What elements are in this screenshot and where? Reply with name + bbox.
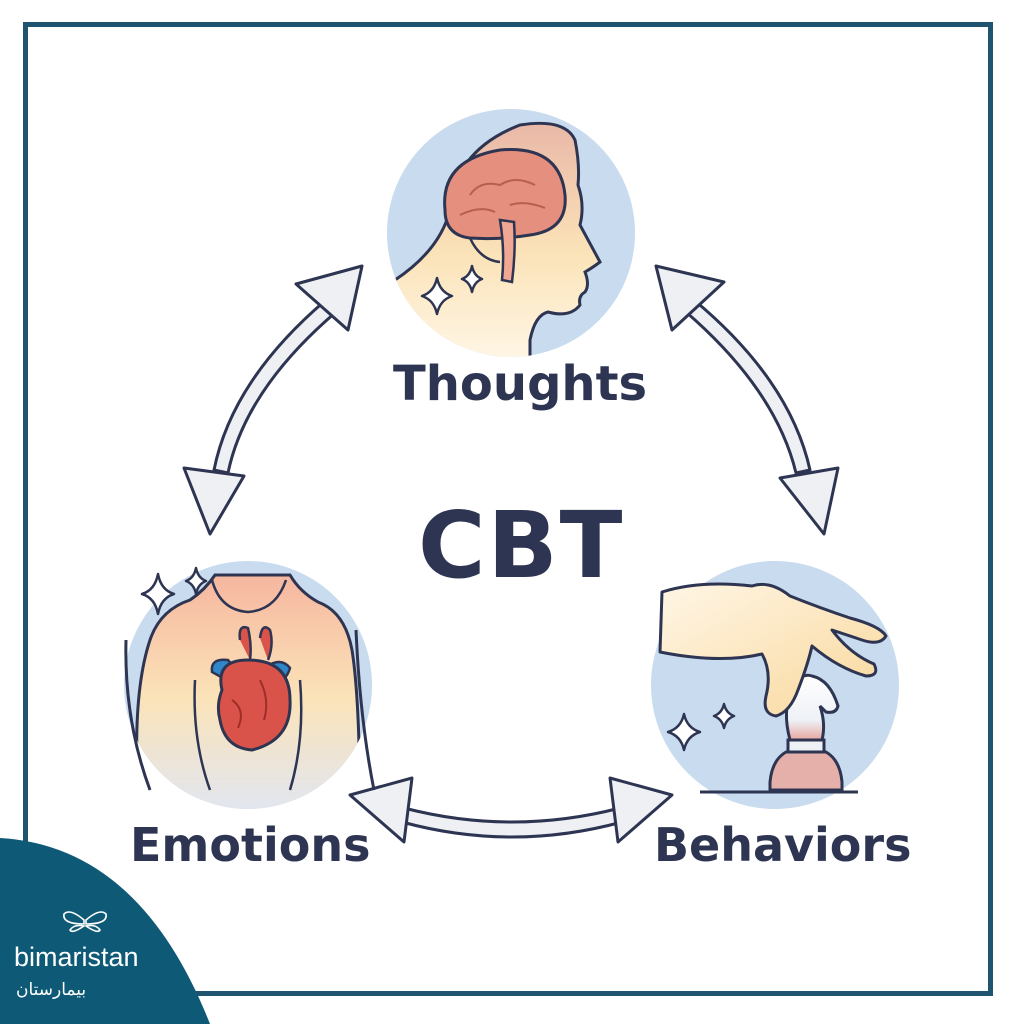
center-label: CBT xyxy=(418,492,625,599)
arrow-thoughts-emotions xyxy=(182,264,364,536)
chess-hand-icon xyxy=(651,561,899,809)
brand-corner xyxy=(0,838,210,1024)
sparkle-icon xyxy=(712,702,736,730)
butterfly-logo-icon xyxy=(63,911,107,933)
sparkle-icon xyxy=(666,712,702,752)
arrow-thoughts-behaviors xyxy=(654,264,840,536)
brand-name: bimaristan xyxy=(14,942,139,972)
brain-head-icon xyxy=(387,109,635,357)
chess-knight-icon xyxy=(768,673,844,792)
sparkle-icon xyxy=(460,264,484,294)
sparkle-icon xyxy=(184,566,208,596)
node-label-emotions: Emotions xyxy=(130,818,371,872)
sparkle-icon xyxy=(140,572,176,616)
border-frame xyxy=(23,22,993,996)
heart-torso-icon xyxy=(124,561,376,809)
brand-name-arabic: بيمارستان xyxy=(16,980,87,1000)
sparkle-icon xyxy=(420,276,454,316)
node-label-thoughts: Thoughts xyxy=(393,356,648,412)
arrow-emotions-behaviors xyxy=(348,776,674,844)
node-label-behaviors: Behaviors xyxy=(654,818,912,872)
